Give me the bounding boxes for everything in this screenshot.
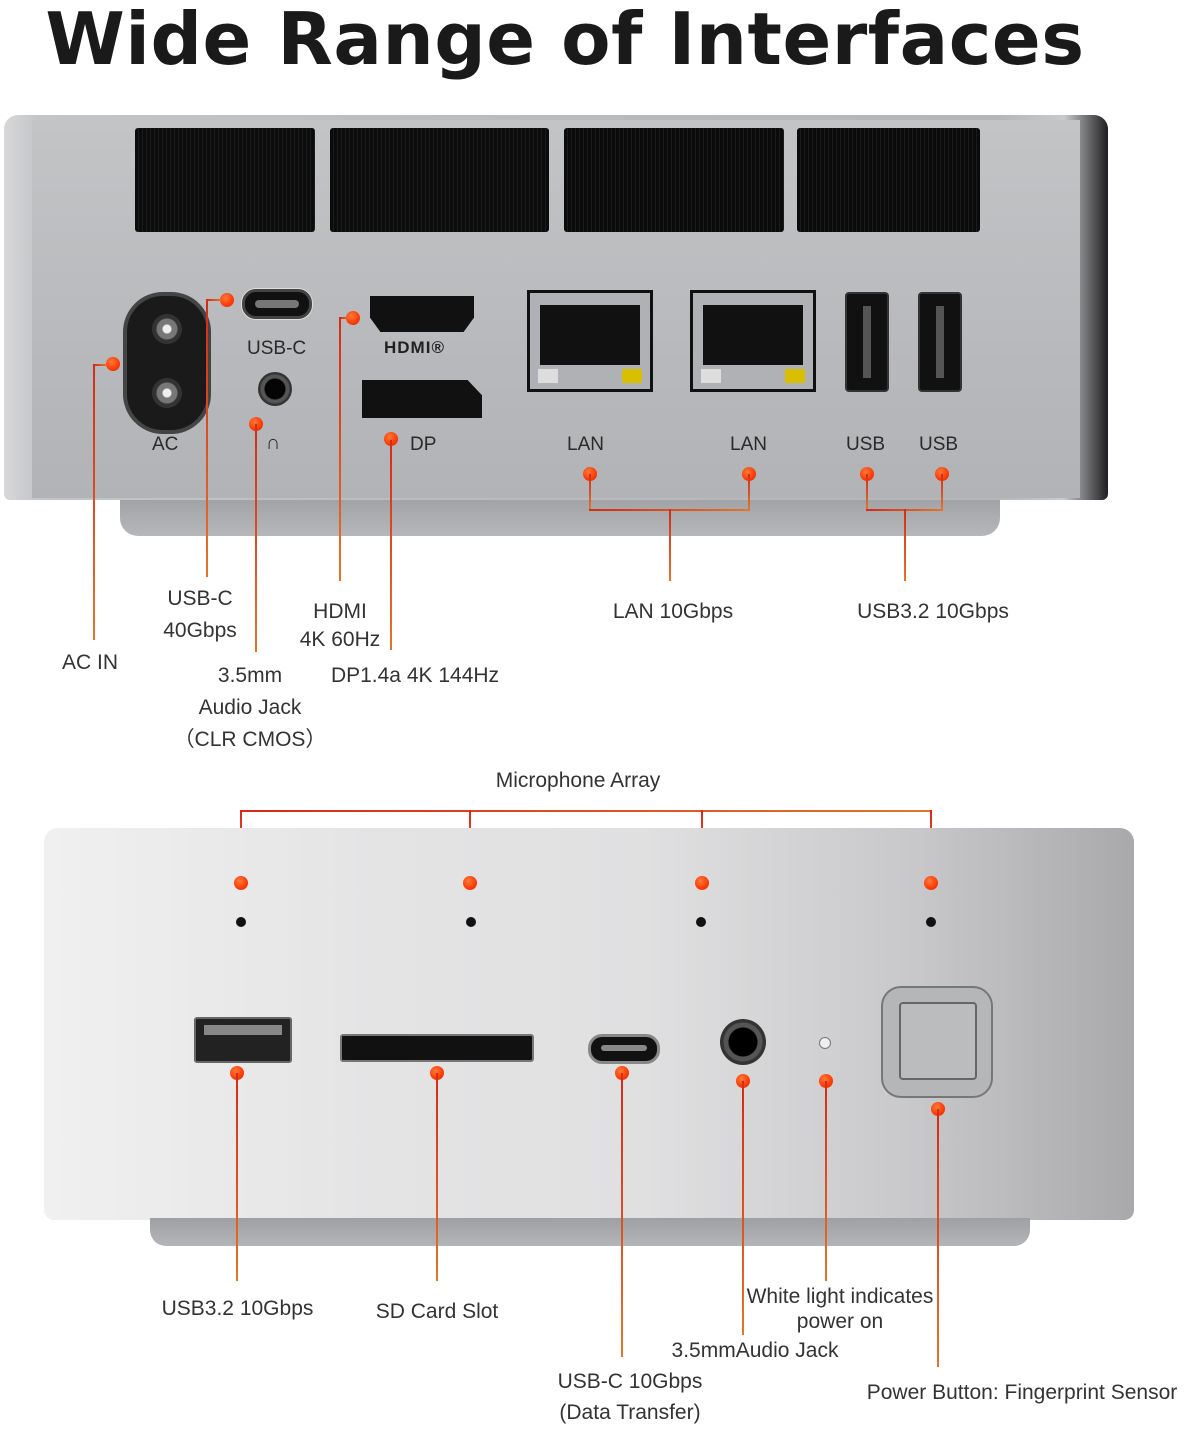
vent-grille [330,128,549,232]
callout-line [206,299,222,301]
callout-audio-name: Audio Jack [198,696,302,719]
callout-dp: DP1.4a 4K 144Hz [330,664,500,687]
sd-card-slot [340,1034,534,1062]
callout-microphone-array: Microphone Array [495,769,661,792]
callout-front-usbc-speed: USB-C 10Gbps [557,1370,703,1393]
callout-usbc-speed: 40Gbps [163,619,237,642]
dp-port-label: DP [410,434,437,455]
ac-power-port [123,292,211,434]
microphone-hole [466,917,476,927]
callout-line [937,1109,939,1367]
callout-lan: LAN 10Gbps [612,600,734,623]
callout-line [621,1073,623,1357]
callout-line [240,810,932,812]
callout-sd-card: SD Card Slot [375,1300,499,1323]
callout-line [93,364,95,640]
callout-line [206,299,208,577]
audio-jack-port [720,1019,766,1065]
callout-usb: USB3.2 10Gbps [857,600,1009,623]
lan-port [527,290,653,392]
microphone-hole [926,917,936,927]
power-button-fingerprint-sensor[interactable] [881,986,993,1098]
callout-dot [346,311,360,325]
callout-hdmi-spec: 4K 60Hz [299,628,381,651]
callout-line [339,317,341,581]
callout-audio-note: （CLR CMOS） [173,728,327,751]
displayport-port [362,380,482,418]
callout-line [255,424,257,652]
ac-pin [152,314,182,344]
callout-line [866,474,868,510]
headphone-icon: ∩ [266,432,281,454]
vent-grille [797,128,980,232]
callout-line [236,1073,238,1281]
callout-line [748,474,750,510]
hdmi-logo: HDMI® [384,338,445,357]
ac-pin [152,378,182,408]
callout-line [390,440,392,650]
callout-dot [106,357,120,371]
audio-jack-port [258,372,292,406]
usb-port-label: USB [919,434,959,455]
hdmi-port [370,296,474,332]
usb-port-label: USB [846,434,886,455]
usbc-port [242,289,312,319]
callout-line [825,1081,827,1281]
callout-line [742,1081,744,1335]
callout-power-button: Power Button: Fingerprint Sensor [866,1381,1178,1404]
callout-dot [463,876,477,890]
callout-dot [384,432,398,446]
callout-led-line1: White light indicates [746,1285,934,1308]
microphone-hole [236,917,246,927]
callout-dot [924,876,938,890]
callout-dot [234,876,248,890]
power-led [819,1037,831,1049]
callout-audio-size: 3.5mm [217,664,283,687]
vent-grille [564,128,784,232]
callout-led-line2: power on [796,1310,884,1333]
lan-port-label: LAN [567,434,604,455]
callout-ac-in: AC IN [61,651,118,674]
usbc-port-label: USB-C [247,338,307,359]
ac-port-label: AC [152,434,179,455]
page-title: Wide Range of Interfaces [45,0,1085,81]
rear-device-foot [120,500,1000,536]
callout-line [941,474,943,510]
callout-hdmi-title: HDMI [313,600,367,623]
callout-dot [220,293,234,307]
usb-a-port [845,292,889,392]
vent-grille [135,128,315,232]
usbc-port [588,1034,660,1064]
callout-dot [695,876,709,890]
callout-line [589,474,591,510]
usb-a-port [194,1017,292,1063]
lan-port [690,290,816,392]
usb-a-port [918,292,962,392]
microphone-hole [696,917,706,927]
callout-line [436,1073,438,1281]
callout-front-usbc-note: (Data Transfer) [559,1401,701,1424]
callout-line [904,509,906,581]
callout-line [669,509,671,581]
callout-front-usb: USB3.2 10Gbps [161,1297,314,1320]
callout-front-audio: 3.5mmAudio Jack [671,1339,839,1362]
lan-port-label: LAN [730,434,767,455]
callout-line [339,317,349,319]
front-device-foot [150,1218,1030,1246]
callout-usbc-title: USB-C [167,587,233,610]
callout-line [93,364,107,366]
